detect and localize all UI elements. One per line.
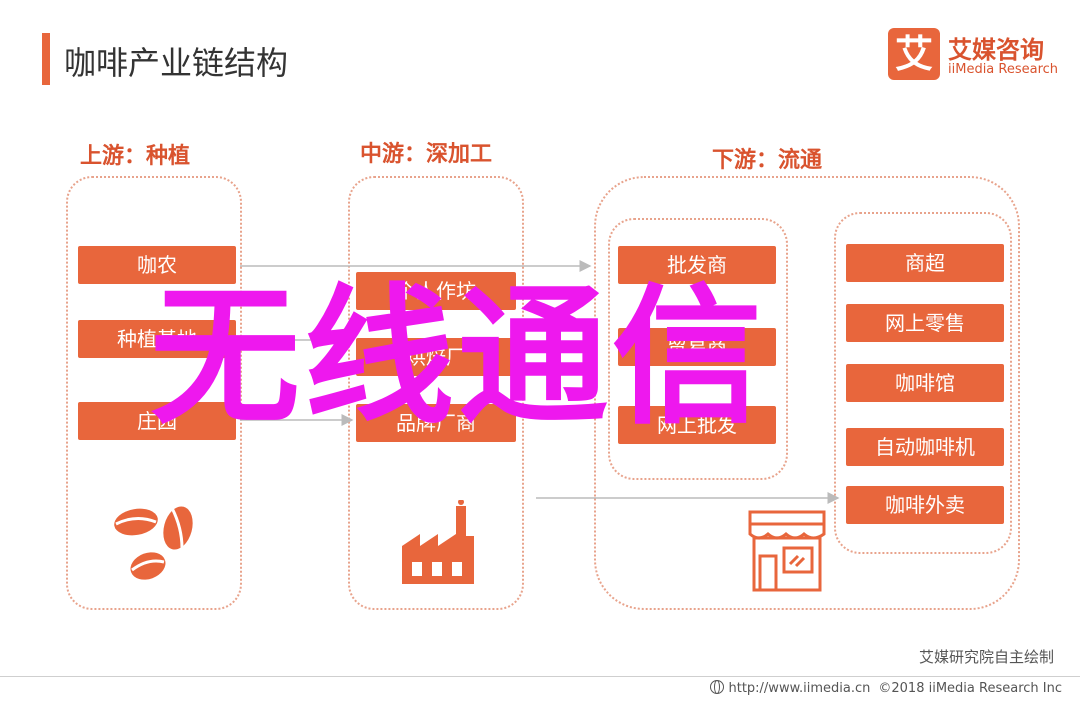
footer-url[interactable]: http://www.iimedia.cn — [728, 681, 871, 696]
node-coffee-delivery: 咖啡外卖 — [846, 486, 1004, 524]
logo-chinese-name: 艾媒咨询 — [948, 36, 1044, 64]
store-icon — [748, 510, 826, 592]
node-vending-machine: 自动咖啡机 — [846, 428, 1004, 466]
overlay-watermark-text: 无线通信 — [150, 271, 767, 445]
node-estate: 庄园 — [78, 402, 236, 440]
wholesale-panel — [608, 218, 788, 480]
iimedia-logo: 艾 艾媒咨询 iiMedia Research — [888, 28, 1068, 86]
node-brand: 品牌厂商 — [356, 404, 516, 442]
node-roastery: 烘焙厂 — [356, 338, 516, 376]
footer-copyright: ©2018 iiMedia Research Inc — [878, 681, 1062, 696]
coffee-beans-icon — [114, 506, 193, 580]
footer: http://www.iimedia.cn ©2018 iiMedia Resea… — [702, 680, 1062, 696]
node-online-wholesale: 网上批发 — [618, 406, 776, 444]
source-note: 艾媒研究院自主绘制 — [918, 648, 1054, 666]
title-accent-bar — [42, 33, 50, 85]
logo-mark: 艾 — [888, 28, 940, 80]
upstream-panel — [66, 176, 242, 610]
upstream-title: 上游：种植 — [80, 144, 191, 169]
node-plantation-base: 种植基地 — [78, 320, 236, 358]
retail-panel — [834, 212, 1012, 554]
node-coffee-shop: 咖啡馆 — [846, 364, 1004, 402]
node-wholesaler: 批发商 — [618, 246, 776, 284]
node-coffee-farmer: 咖农 — [78, 246, 236, 284]
logo-english-name: iiMedia Research — [948, 62, 1059, 77]
node-online-retail: 网上零售 — [846, 304, 1004, 342]
page-title: 咖啡产业链结构 — [64, 44, 289, 82]
downstream-title: 下游：流通 — [712, 148, 823, 173]
globe-icon — [710, 680, 725, 694]
node-supermarket: 商超 — [846, 244, 1004, 282]
midstream-panel — [348, 176, 524, 610]
node-trader: 贸易商 — [618, 328, 776, 366]
midstream-title: 中游：深加工 — [360, 142, 493, 167]
footer-divider — [0, 676, 1080, 677]
node-workshop: 个人作坊 — [356, 272, 516, 310]
factory-icon — [402, 500, 474, 584]
downstream-panel — [594, 176, 1020, 610]
